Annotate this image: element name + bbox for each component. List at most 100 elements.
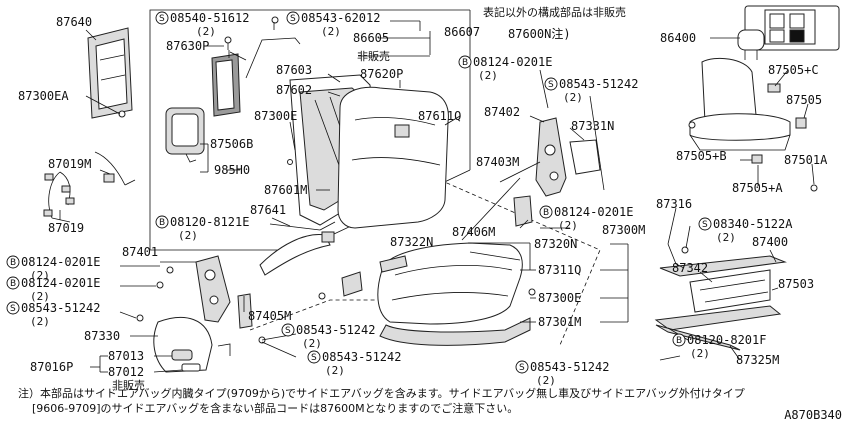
label-87601M: 87601M <box>264 183 307 197</box>
seat-position-indicator <box>744 5 840 51</box>
bolt-symbol <box>155 215 169 229</box>
label-08124-0201E-left-2: 08124-0201E <box>21 276 100 290</box>
label-87401: 87401 <box>122 245 158 259</box>
qty-08543-62012: (2) <box>321 25 341 38</box>
label-87300E-lower: 87300E <box>538 291 581 305</box>
label-87316: 87316 <box>656 197 692 211</box>
screw-symbol-text: S <box>159 14 165 24</box>
bolt-symbol-text: B <box>159 218 165 228</box>
bolt-symbol <box>539 205 553 219</box>
label-87012: 87012 <box>108 365 144 379</box>
bolt-symbol-text: B <box>10 258 16 268</box>
label-87300EA: 87300EA <box>18 89 69 103</box>
label-87320N: 87320N <box>534 237 577 251</box>
bolt-symbol-text: B <box>676 336 682 346</box>
qty-08543-51242-upper: (2) <box>563 91 583 104</box>
label-08543-51242-mid-lower: 08543-51242 <box>296 323 375 337</box>
label-87640: 87640 <box>56 15 92 29</box>
label-87641: 87641 <box>250 203 286 217</box>
label-87611Q: 87611Q <box>418 109 461 123</box>
qty-08124-0201E-upper: (2) <box>478 69 498 82</box>
side-cover-left <box>153 317 231 373</box>
label-87505C: 87505+C <box>768 63 819 77</box>
label-87406M: 87406M <box>452 225 495 239</box>
label-08124-0201E-left-1: 08124-0201E <box>21 255 100 269</box>
label-87620P: 87620P <box>360 67 403 81</box>
footnote-line-2: [9606-9709]のサイドエアバッグを含まない部品コードは87600Mとなり… <box>32 402 519 415</box>
screw-symbol <box>286 11 300 25</box>
label-87400: 87400 <box>752 235 788 249</box>
screw-symbol <box>698 217 712 231</box>
label-87301M: 87301M <box>538 315 581 329</box>
screw-symbol <box>515 360 529 374</box>
seatback-cushion <box>337 86 449 229</box>
label-87505B: 87505+B <box>676 149 727 163</box>
label-87300M: 87300M <box>602 223 645 237</box>
label-985H0: 985H0 <box>214 163 250 177</box>
label-87506B: 87506B <box>210 137 253 151</box>
bolt-symbol-text: B <box>462 58 468 68</box>
headrest-guide-screw <box>224 36 232 50</box>
seat-pad-clips <box>341 255 536 297</box>
label-87330: 87330 <box>84 329 120 343</box>
label-87013: 87013 <box>108 349 144 363</box>
bolt-symbol-text: B <box>543 208 549 218</box>
screw-symbol-text: S <box>10 304 16 314</box>
not-sold-note-lower: 非販売 <box>112 379 145 392</box>
bolt-symbol <box>6 255 20 269</box>
label-08543-62012: 08543-62012 <box>301 11 380 25</box>
slide-lever <box>667 243 685 269</box>
label-08124-0201E-upper: 08124-0201E <box>473 55 552 69</box>
label-87505: 87505 <box>786 93 822 107</box>
recliner-rod <box>461 177 521 241</box>
label-87402: 87402 <box>484 105 520 119</box>
qty-08340-5122A: (2) <box>716 231 736 244</box>
qty-08124-0201E-left-2: (2) <box>30 290 50 303</box>
screw-symbol-text: S <box>702 220 708 230</box>
header-note: 表記以外の構成部品は非販売 <box>483 5 626 19</box>
label-87505A: 87505+A <box>732 181 783 195</box>
label-87019: 87019 <box>48 221 84 235</box>
screw-symbol-text: S <box>548 80 554 90</box>
seat-cushion <box>377 242 531 346</box>
qty-08124-0201E-left-1: (2) <box>30 269 50 282</box>
label-08543-51242-right: 08543-51242 <box>530 360 609 374</box>
recliner-right <box>535 117 601 197</box>
qty-08540-51612: (2) <box>196 25 216 38</box>
screw-symbol-text: S <box>519 363 525 373</box>
recliner-left <box>195 255 253 329</box>
label-87503: 87503 <box>778 277 814 291</box>
footnote-line-1: 注）本部品はサイドエアバッグ内臓タイプ(9709から)でサイドエアバッグを含みま… <box>18 387 745 400</box>
screw-symbol <box>544 77 558 91</box>
seatback-board <box>87 27 133 119</box>
leader-lines <box>59 20 815 373</box>
label-87342: 87342 <box>672 261 708 275</box>
label-08340-5122A: 08340-5122A <box>713 217 793 231</box>
not-sold-note-upper: 非販売 <box>357 50 390 63</box>
bolt-symbol <box>458 55 472 69</box>
qty-08120-8201F: (2) <box>690 347 710 360</box>
label-87019M: 87019M <box>48 157 91 171</box>
headrest-guide-bar <box>245 16 301 79</box>
seatback-trim-panel <box>211 53 241 117</box>
label-87016P: 87016P <box>30 360 73 374</box>
headrest <box>737 29 765 60</box>
label-08120-8121E: 08120-8121E <box>170 215 249 229</box>
label-87405M: 87405M <box>248 309 291 323</box>
qty-08543-51242-left: (2) <box>30 315 50 328</box>
label-87630P: 87630P <box>166 39 209 53</box>
label-86400: 86400 <box>660 31 696 45</box>
qty-08120-8121E: (2) <box>178 229 198 242</box>
label-87501A: 87501A <box>784 153 828 167</box>
bolt-symbol <box>6 276 20 290</box>
recliner-lever-and-links <box>259 221 336 276</box>
label-87325M: 87325M <box>736 353 779 367</box>
label-87331N: 87331N <box>571 119 614 133</box>
screw-symbol-text: S <box>285 326 291 336</box>
label-86605: 86605 <box>353 31 389 45</box>
qty-08543-51242-right: (2) <box>536 374 556 387</box>
label-87300E: 87300E <box>254 109 297 123</box>
label-87322N: 87322N <box>390 235 433 249</box>
screw-symbol <box>307 350 321 364</box>
